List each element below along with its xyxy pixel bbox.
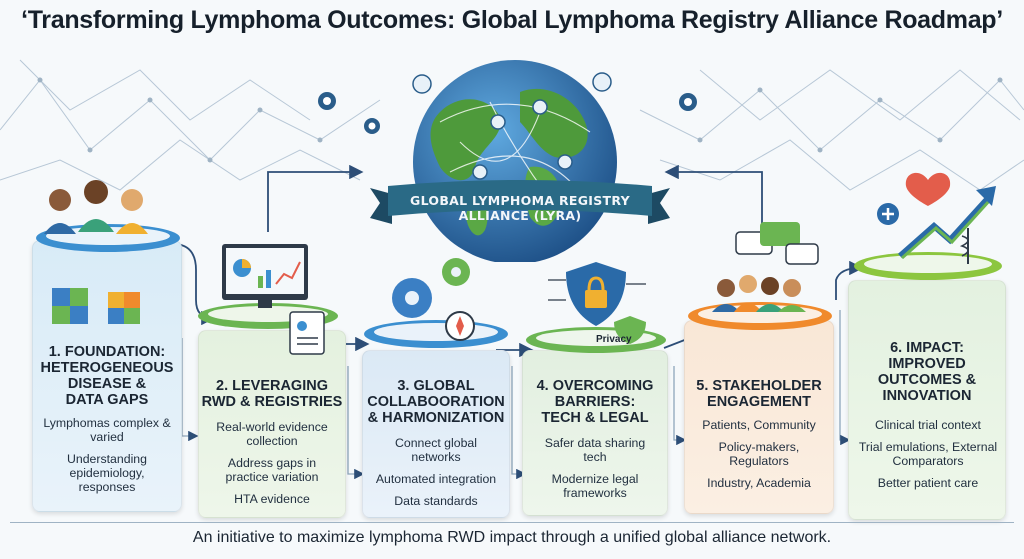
- location-pin-icon: [318, 92, 697, 134]
- step-card-3: [362, 350, 510, 518]
- banner-ribbon: [370, 180, 670, 224]
- network-background: [0, 59, 1024, 191]
- step-card-2: [198, 330, 346, 518]
- step-1-title: 1. FOUNDATION:HETEROGENEOUS DISEASE &DAT…: [40, 344, 174, 408]
- page-title: ‘Transforming Lymphoma Outcomes: Global …: [21, 6, 1003, 34]
- step-card-1: [32, 240, 182, 512]
- shield-lock-icon: [548, 262, 646, 344]
- heart-arrow-icon: [877, 172, 996, 264]
- step-card-6: [848, 280, 1006, 520]
- step-card-4: [522, 350, 668, 516]
- monitor-chart-icon: [222, 244, 325, 355]
- step-card-5: [684, 320, 834, 514]
- footer-caption: An initiative to maximize lymphoma RWD i…: [192, 529, 832, 546]
- gears-compass-icon: [392, 258, 475, 341]
- group-chat-icon: [712, 222, 819, 312]
- banner-title: GLOBAL LYMPHOMA REGISTRY ALLIANCE (LYRA): [410, 193, 630, 223]
- globe-icon: [412, 60, 617, 262]
- puzzle-icon: [52, 288, 140, 324]
- privacy-label: Privacy: [596, 334, 632, 345]
- footer-divider: [10, 522, 1014, 523]
- people-icon: [44, 180, 148, 234]
- step-6-title: 6. IMPACT:IMPROVED OUTCOMES &INNOVATION: [877, 340, 977, 404]
